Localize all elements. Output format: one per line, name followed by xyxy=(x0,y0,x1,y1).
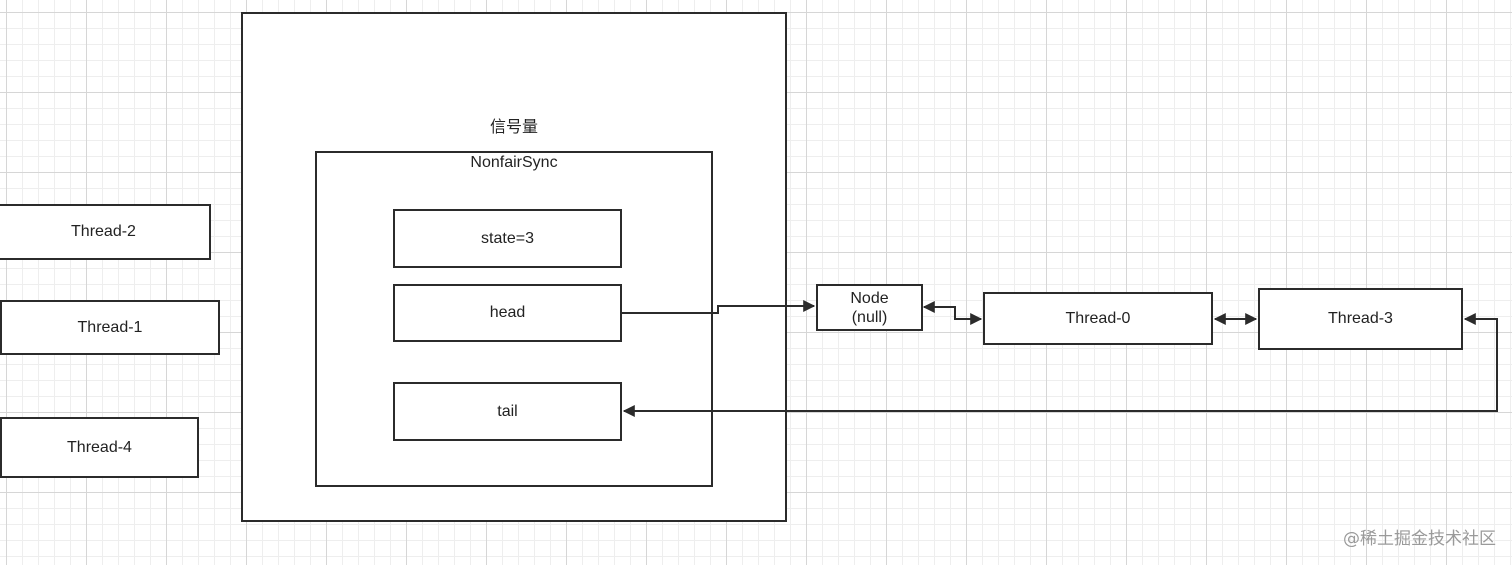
thread-2-box: Thread-2 xyxy=(0,204,211,260)
tail-to-thread3-arrow xyxy=(622,313,1498,417)
state-field: state=3 xyxy=(393,209,622,268)
thread-4-label: Thread-4 xyxy=(67,438,132,456)
thread-4-box: Thread-4 xyxy=(0,417,199,478)
head-field-label: head xyxy=(489,304,526,321)
head-to-node-arrow xyxy=(622,300,816,314)
node-label: Node xyxy=(850,289,889,307)
tail-field-label: tail xyxy=(497,402,518,420)
head-field: head xyxy=(393,284,622,342)
thread-1-label: Thread-1 xyxy=(77,318,143,336)
thread-1-box: Thread-1 xyxy=(0,300,220,355)
watermark: @稀土掘金技术社区 xyxy=(1343,529,1496,549)
semaphore-title: 信号量 xyxy=(489,119,538,136)
node-thread0-link xyxy=(922,301,983,325)
thread-2-label: Thread-2 xyxy=(71,223,136,240)
tail-field: tail xyxy=(393,382,622,441)
state-field-label: state=3 xyxy=(481,229,534,247)
nonfairsync-title: NonfairSync xyxy=(470,154,558,171)
